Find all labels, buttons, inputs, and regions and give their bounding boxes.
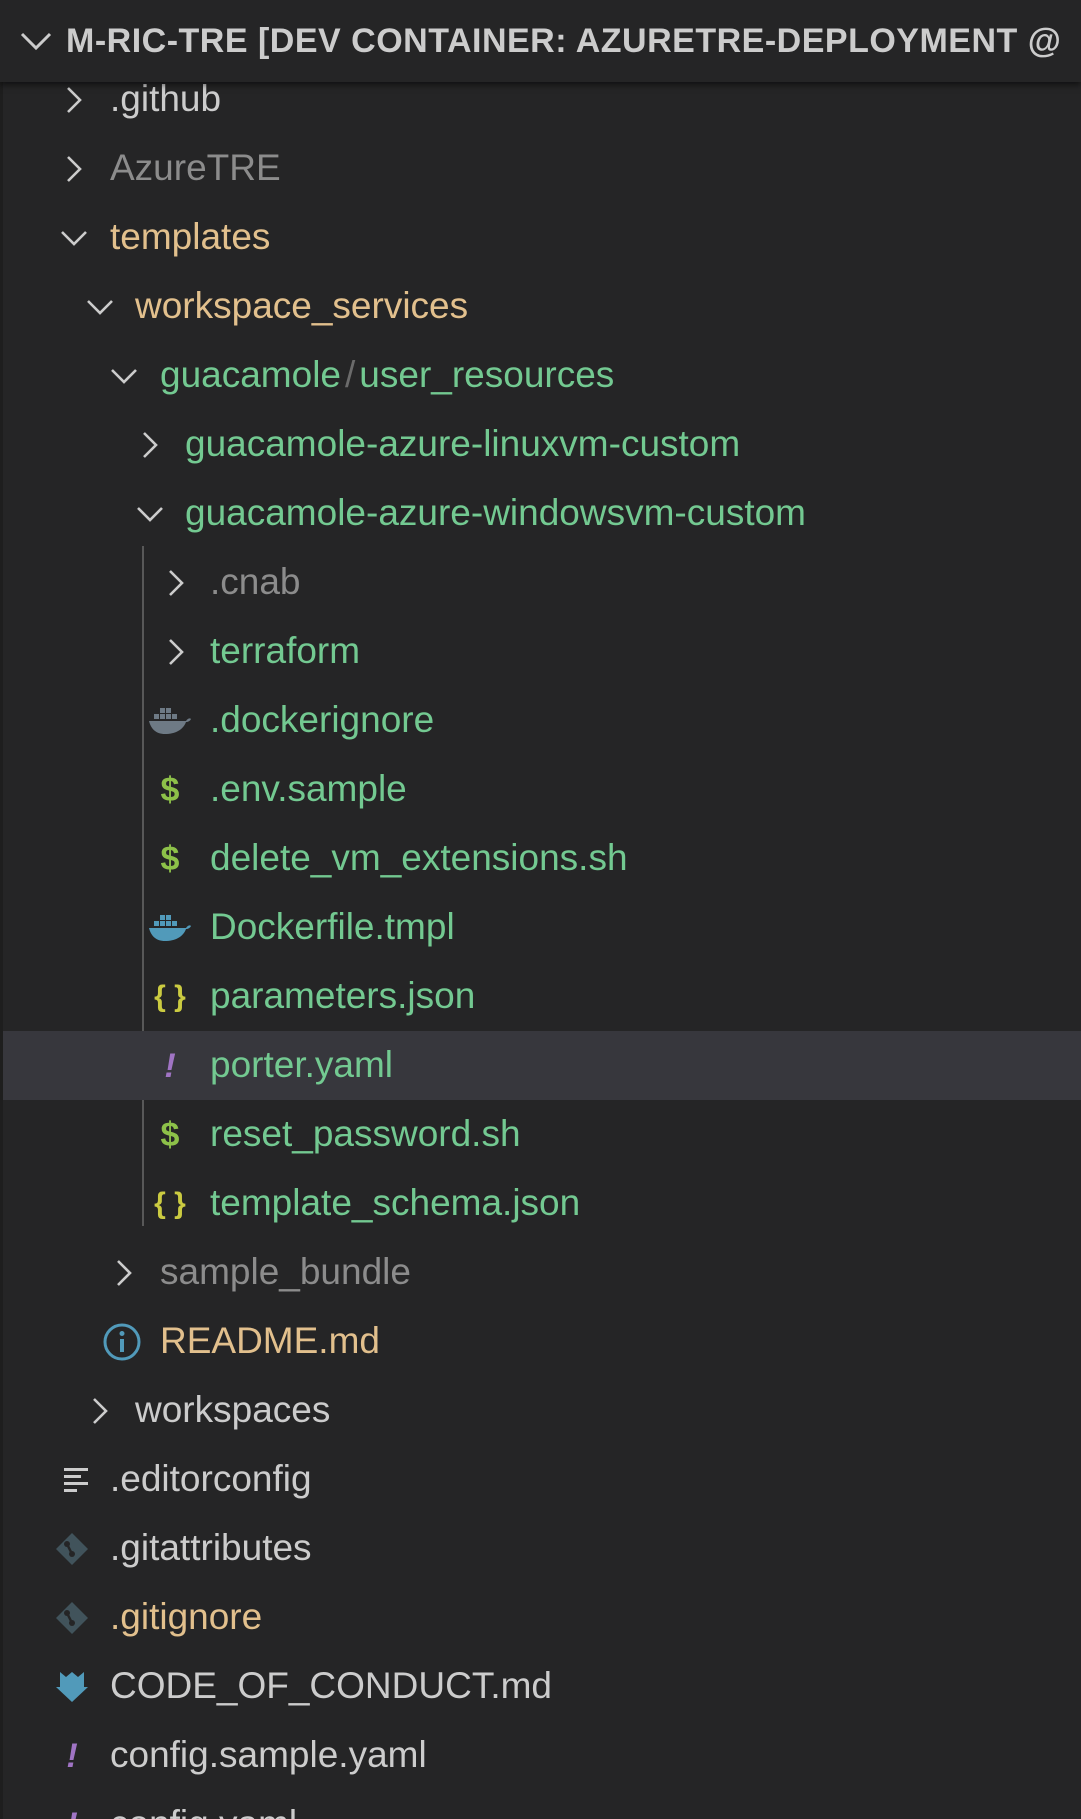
explorer-left-edge (0, 82, 3, 1819)
tree-item-reset-password-file[interactable]: $ reset_password.sh (0, 1100, 1081, 1169)
tree-item-templates-folder[interactable]: templates (0, 203, 1081, 272)
tree-item-label: config.sample.yaml (110, 1734, 427, 1775)
tree-item-label: guacamole-azure-windowsvm-custom (185, 492, 806, 533)
tree-item-delete-vm-extensions-file[interactable]: $ delete_vm_extensions.sh (0, 824, 1081, 893)
chevron-down-icon[interactable] (134, 498, 166, 530)
yaml-exclamation-icon: ! (50, 1807, 94, 1819)
tree-item-guacamole-user-resources-folder[interactable]: guacamole/user_resources (0, 341, 1081, 410)
tree-item-label: guacamole/user_resources (160, 354, 614, 396)
tree-item-label: .dockerignore (210, 699, 435, 740)
json-braces-icon: { } (154, 1187, 186, 1220)
workspace-title: M-RIC-TRE [DEV CONTAINER: AZURETRE-DEPLO… (66, 22, 1062, 60)
tree-item-workspace-services-folder[interactable]: workspace_services (0, 272, 1081, 341)
tree-item-label: workspace_services (135, 285, 469, 326)
chevron-down-icon[interactable] (58, 222, 90, 254)
tree-item-label: .env.sample (210, 768, 407, 809)
tree-item-config-sample-yaml-file[interactable]: ! config.sample.yaml (0, 1721, 1081, 1790)
tree-item-gitattributes-file[interactable]: .gitattributes (0, 1514, 1081, 1583)
tree-item-sample-bundle-folder[interactable]: sample_bundle (0, 1238, 1081, 1307)
tree-item-cnab-folder[interactable]: .cnab (0, 548, 1081, 617)
tree-item-label: delete_vm_extensions.sh (210, 837, 628, 878)
yaml-exclamation-icon: ! (164, 1047, 176, 1085)
tree-item-code-of-conduct-file[interactable]: CODE_OF_CONDUCT.md (0, 1652, 1081, 1721)
tree-item-label: .gitignore (110, 1596, 263, 1637)
git-diamond-icon (50, 1531, 94, 1567)
tree-item-label: .github (110, 78, 222, 119)
chevron-right-icon[interactable] (84, 1395, 116, 1427)
info-icon (100, 1323, 144, 1361)
chevron-down-icon[interactable] (108, 360, 140, 392)
chevron-right-icon[interactable] (160, 567, 192, 599)
tree-item-parameters-json-file[interactable]: { } parameters.json (0, 962, 1081, 1031)
docker-icon (148, 703, 192, 739)
compact-folder-separator: / (345, 354, 356, 395)
indent-guide (142, 546, 144, 1226)
tree-item-workspaces-folder[interactable]: workspaces (0, 1376, 1081, 1445)
markdown-arrow-icon (50, 1669, 94, 1705)
chevron-right-icon[interactable] (58, 153, 90, 185)
tree-item-env-sample-file[interactable]: $ .env.sample (0, 755, 1081, 824)
dollar-shell-icon: $ (160, 1116, 180, 1154)
tree-item-label: AzureTRE (110, 147, 281, 188)
workspace-section-header[interactable]: M-RIC-TRE [DEV CONTAINER: AZURETRE-DEPLO… (0, 0, 1081, 82)
chevron-right-icon[interactable] (160, 636, 192, 668)
chevron-right-icon[interactable] (58, 84, 90, 116)
tree-item-label: parameters.json (210, 975, 476, 1016)
dollar-shell-icon: $ (160, 771, 180, 809)
tree-item-label: porter.yaml (210, 1044, 394, 1085)
tree-item-template-schema-json-file[interactable]: { } template_schema.json (0, 1169, 1081, 1238)
chevron-right-icon[interactable] (134, 429, 166, 461)
tree-item-label: workspaces (135, 1389, 331, 1430)
tree-item-readme-file[interactable]: README.md (0, 1307, 1081, 1376)
tree-item-label: .gitattributes (110, 1527, 312, 1568)
yaml-exclamation-icon: ! (66, 1737, 78, 1775)
compact-folder-part[interactable]: user_resources (359, 354, 615, 395)
tree-item-label: Dockerfile.tmpl (210, 906, 455, 947)
git-diamond-icon (50, 1600, 94, 1636)
tree-item-dockerfile-tmpl-file[interactable]: Dockerfile.tmpl (0, 893, 1081, 962)
tree-item-label: reset_password.sh (210, 1113, 521, 1154)
docker-icon (148, 910, 192, 946)
tree-item-config-yaml-file[interactable]: ! config.yaml (0, 1790, 1081, 1819)
tree-item-porter-yaml-file[interactable]: ! porter.yaml (0, 1031, 1081, 1100)
tree-item-label: templates (110, 216, 271, 257)
tree-item-linuxvm-custom-folder[interactable]: guacamole-azure-linuxvm-custom (0, 410, 1081, 479)
tree-item-label: .cnab (210, 561, 301, 602)
tree-item-terraform-folder[interactable]: terraform (0, 617, 1081, 686)
tree-item-dockerignore-file[interactable]: .dockerignore (0, 686, 1081, 755)
tree-item-github-folder[interactable]: .github (0, 65, 1081, 134)
tree-item-label: terraform (210, 630, 361, 671)
chevron-down-icon[interactable] (18, 28, 54, 54)
tree-item-windowsvm-custom-folder[interactable]: guacamole-azure-windowsvm-custom (0, 479, 1081, 548)
dollar-shell-icon: $ (160, 840, 180, 878)
tree-item-azuretre-folder[interactable]: AzureTRE (0, 134, 1081, 203)
tree-item-label: .editorconfig (110, 1458, 312, 1499)
tree-item-label: template_schema.json (210, 1182, 581, 1223)
chevron-right-icon[interactable] (108, 1257, 140, 1289)
compact-folder-part[interactable]: guacamole (160, 354, 342, 395)
tree-item-label: config.yaml (110, 1803, 297, 1819)
tree-item-gitignore-file[interactable]: .gitignore (0, 1583, 1081, 1652)
tree-item-label: sample_bundle (160, 1251, 411, 1292)
json-braces-icon: { } (154, 980, 186, 1013)
tree-item-editorconfig-file[interactable]: .editorconfig (0, 1445, 1081, 1514)
lines-config-icon (54, 1462, 98, 1498)
tree-item-label: README.md (160, 1320, 380, 1361)
tree-item-label: CODE_OF_CONDUCT.md (110, 1665, 552, 1706)
tree-item-label: guacamole-azure-linuxvm-custom (185, 423, 741, 464)
chevron-down-icon[interactable] (84, 291, 116, 323)
